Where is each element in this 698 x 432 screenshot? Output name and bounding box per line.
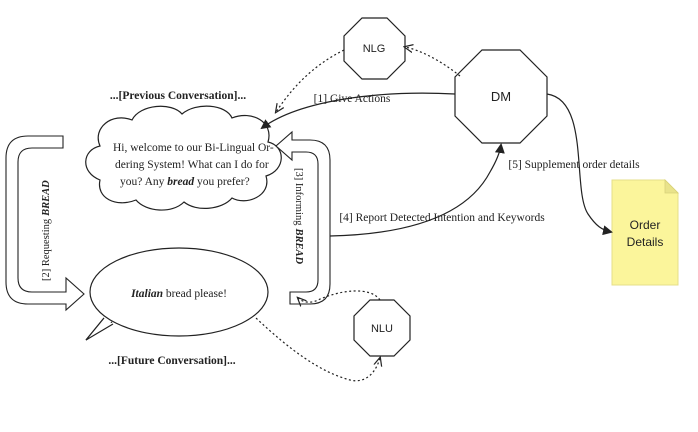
informing-label-bread: BREAD (293, 227, 304, 264)
user-utterance-italian: Italian (130, 288, 163, 300)
nlu-label: NLU (371, 323, 393, 335)
dm-label: DM (491, 89, 511, 104)
system-utterance-bread: bread (167, 176, 194, 188)
system-utterance-line-2: dering System! What can I do for (115, 159, 269, 171)
user-bubble-tail (85, 317, 114, 341)
supplement-arrow (546, 93, 613, 236)
order-details-note (611, 179, 679, 286)
requesting-label-text: [2] Requesting (41, 218, 52, 281)
order-details-label-2: Details (627, 235, 664, 249)
requesting-label: [2] RequestingBREAD (41, 180, 52, 281)
system-utterance-line-3b: you prefer? (194, 176, 250, 188)
dm-to-nlg-arrow (405, 47, 461, 77)
nlu-to-informing-arrow (298, 290, 381, 302)
informing-label-text: [3] Informing (293, 168, 304, 226)
nlg-node (343, 17, 406, 80)
system-utterance-line-3a: you? Any (120, 176, 167, 188)
user-utterance-rest: bread please! (163, 288, 227, 300)
future-conversation-label: ...[Future Conversation]... (108, 355, 235, 367)
user-utterance: Italian bread please! (130, 288, 227, 300)
system-utterance: Hi, welcome to our Bi-Lingual Or- dering… (113, 142, 277, 188)
nlg-label: NLG (363, 43, 386, 55)
nlu-node (353, 299, 411, 357)
report-arrow (329, 143, 505, 237)
give-actions-label: [1] Give Actions (314, 93, 391, 105)
system-cloud-bubble (85, 105, 282, 211)
supplement-label: [5] Supplement order details (508, 159, 640, 171)
requesting-label-bread: BREAD (41, 180, 52, 217)
previous-conversation-label: ...[Previous Conversation]... (110, 90, 246, 102)
order-details-label-1: Order (630, 218, 661, 232)
user-bubble-body (89, 247, 269, 337)
user-to-nlu-arrow (255, 317, 380, 382)
system-utterance-line-1: Hi, welcome to our Bi-Lingual Or- (113, 142, 274, 154)
give-actions-arrow (260, 92, 456, 130)
dm-node (454, 49, 548, 144)
order-details-fold (664, 179, 679, 194)
user-bubble-tail-fill (86, 318, 113, 340)
informing-label: [3] InformingBREAD (293, 168, 304, 264)
report-label: [4] Report Detected Intention and Keywor… (339, 212, 545, 224)
informing-block-arrow (275, 130, 331, 305)
nlg-to-cloud-arrow (276, 49, 345, 112)
requesting-block-arrow (5, 135, 85, 312)
